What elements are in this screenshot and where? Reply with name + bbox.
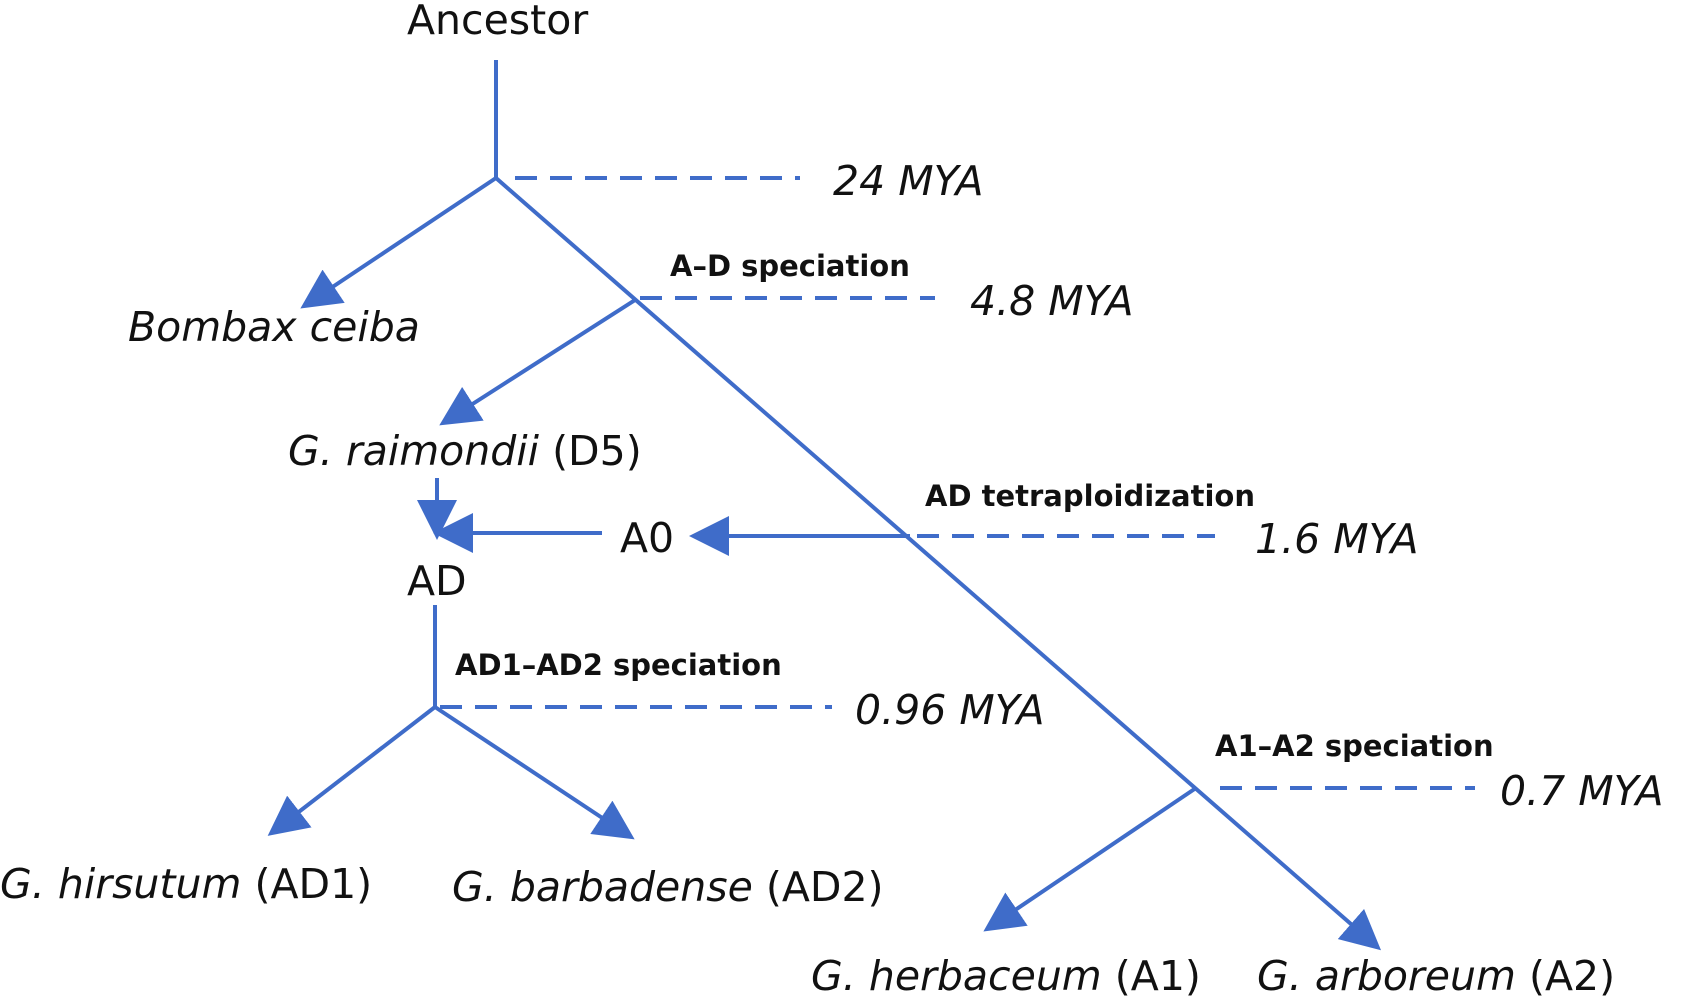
time-ad-tetraploidization: 1.6 MYA [1255, 515, 1419, 563]
barbadense-code: (AD2) [753, 863, 884, 911]
branch-to-barbadense [433, 705, 635, 840]
herbaceum-genus: G. herbaceum [811, 952, 1102, 1000]
arboreum-genus: G. arboreum [1257, 952, 1516, 1000]
a0-label: A0 [620, 514, 674, 562]
barbadense-label: G. barbadense (AD2) [452, 863, 884, 911]
event-ad-tetraploidization: AD tetraploidization [925, 479, 1255, 513]
time-a1-a2-speciation: 0.7 MYA [1500, 767, 1664, 815]
raimondii-genus: G. raimondii [288, 427, 540, 475]
time-root: 24 MYA [833, 157, 984, 205]
time-ad1-ad2-speciation: 0.96 MYA [855, 686, 1045, 734]
event-ad-speciation: A–D speciation [670, 249, 910, 283]
herbaceum-label: G. herbaceum (A1) [811, 952, 1201, 1000]
arboreum-code: (A2) [1516, 952, 1615, 1000]
ad-label: AD [407, 557, 467, 605]
time-ad-speciation: 4.8 MYA [970, 277, 1134, 325]
branch-to-hirsutum [267, 705, 437, 836]
raimondii-code: (D5) [539, 427, 642, 475]
branch-to-herbaceum [983, 786, 1198, 932]
event-ad1-ad2-speciation: AD1–AD2 speciation [455, 648, 782, 682]
branch-to-raimondii [439, 298, 637, 426]
hirsutum-label: G. hirsutum (AD1) [0, 860, 372, 908]
arboreum-label: G. arboreum (A2) [1257, 952, 1615, 1000]
hirsutum-genus: G. hirsutum [0, 860, 241, 908]
raimondii-label: G. raimondii (D5) [288, 427, 642, 475]
bombax-label: Bombax ceiba [128, 303, 420, 351]
ancestor-label: Ancestor [407, 0, 588, 44]
branch-to-bombax [300, 176, 498, 309]
herbaceum-code: (A1) [1102, 952, 1201, 1000]
barbadense-genus: G. barbadense [452, 863, 753, 911]
event-a1-a2-speciation: A1–A2 speciation [1215, 729, 1494, 763]
branch-main-a-lineage [494, 176, 1382, 951]
hirsutum-code: (AD1) [241, 860, 372, 908]
